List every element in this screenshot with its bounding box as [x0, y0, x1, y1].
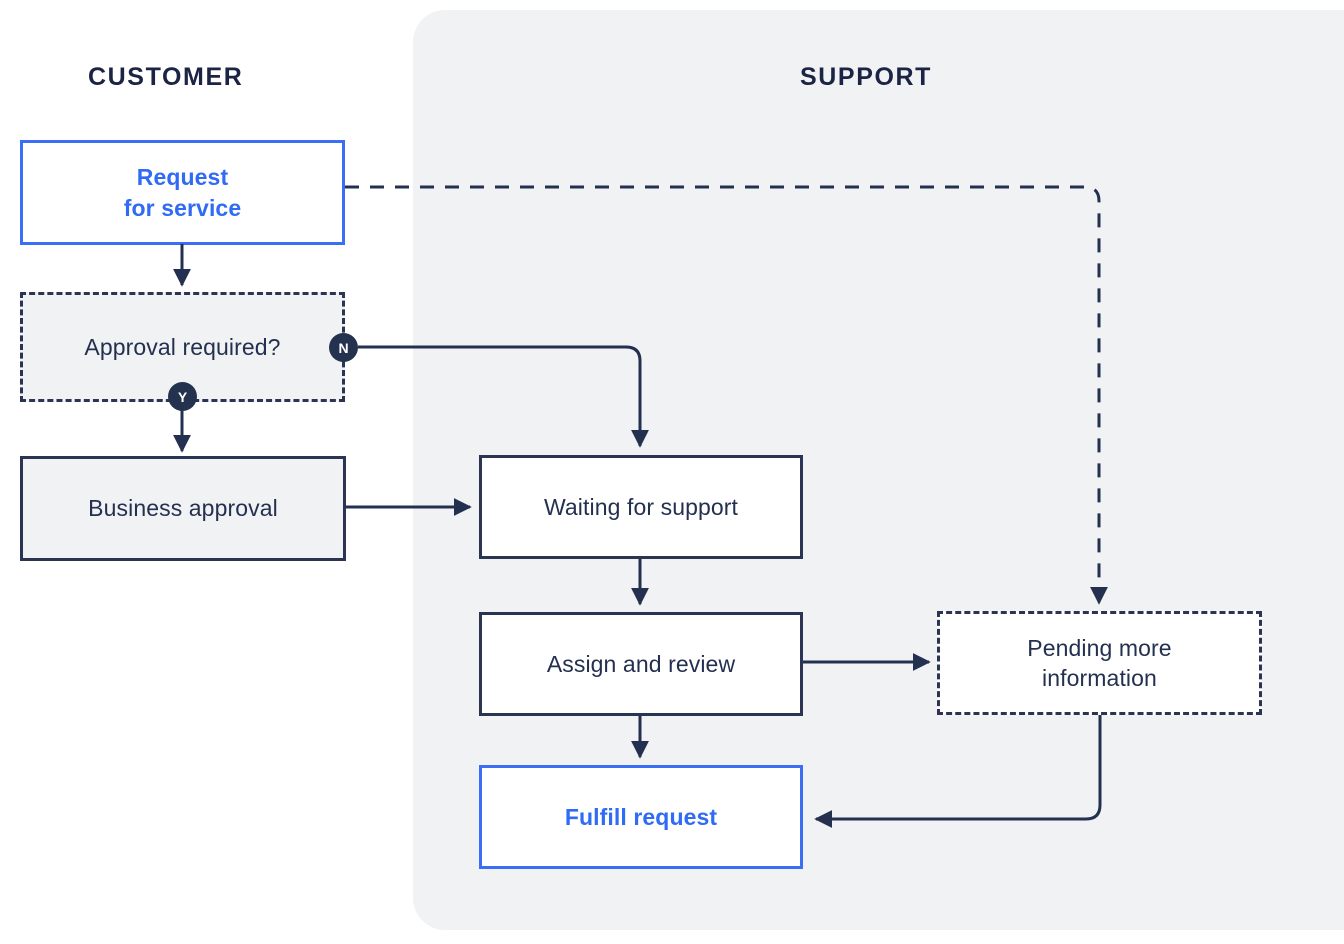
- node-waiting-for-support[interactable]: Waiting for support: [479, 455, 803, 559]
- node-pending-more-information-line2: information: [1042, 665, 1157, 691]
- decision-badge-no[interactable]: N: [329, 333, 358, 362]
- node-business-approval[interactable]: Business approval: [20, 456, 346, 561]
- node-fulfill-request[interactable]: Fulfill request: [479, 765, 803, 869]
- node-request-for-service-line2: for service: [123, 194, 242, 221]
- node-assign-and-review[interactable]: Assign and review: [479, 612, 803, 716]
- node-waiting-for-support-label: Waiting for support: [543, 493, 739, 520]
- node-request-for-service[interactable]: Request for service: [20, 140, 345, 245]
- node-fulfill-request-label: Fulfill request: [564, 803, 718, 830]
- node-pending-more-information-line1: Pending more: [1027, 634, 1172, 661]
- node-business-approval-label: Business approval: [88, 495, 278, 522]
- lane-title-support: SUPPORT: [800, 63, 933, 91]
- node-pending-more-information[interactable]: Pending more information: [937, 611, 1262, 715]
- node-approval-required-label: Approval required?: [84, 333, 281, 360]
- node-assign-and-review-label: Assign and review: [546, 650, 736, 677]
- decision-badge-yes[interactable]: Y: [168, 382, 197, 411]
- lane-title-customer: CUSTOMER: [88, 63, 244, 91]
- node-request-for-service-line1: Request: [136, 164, 229, 191]
